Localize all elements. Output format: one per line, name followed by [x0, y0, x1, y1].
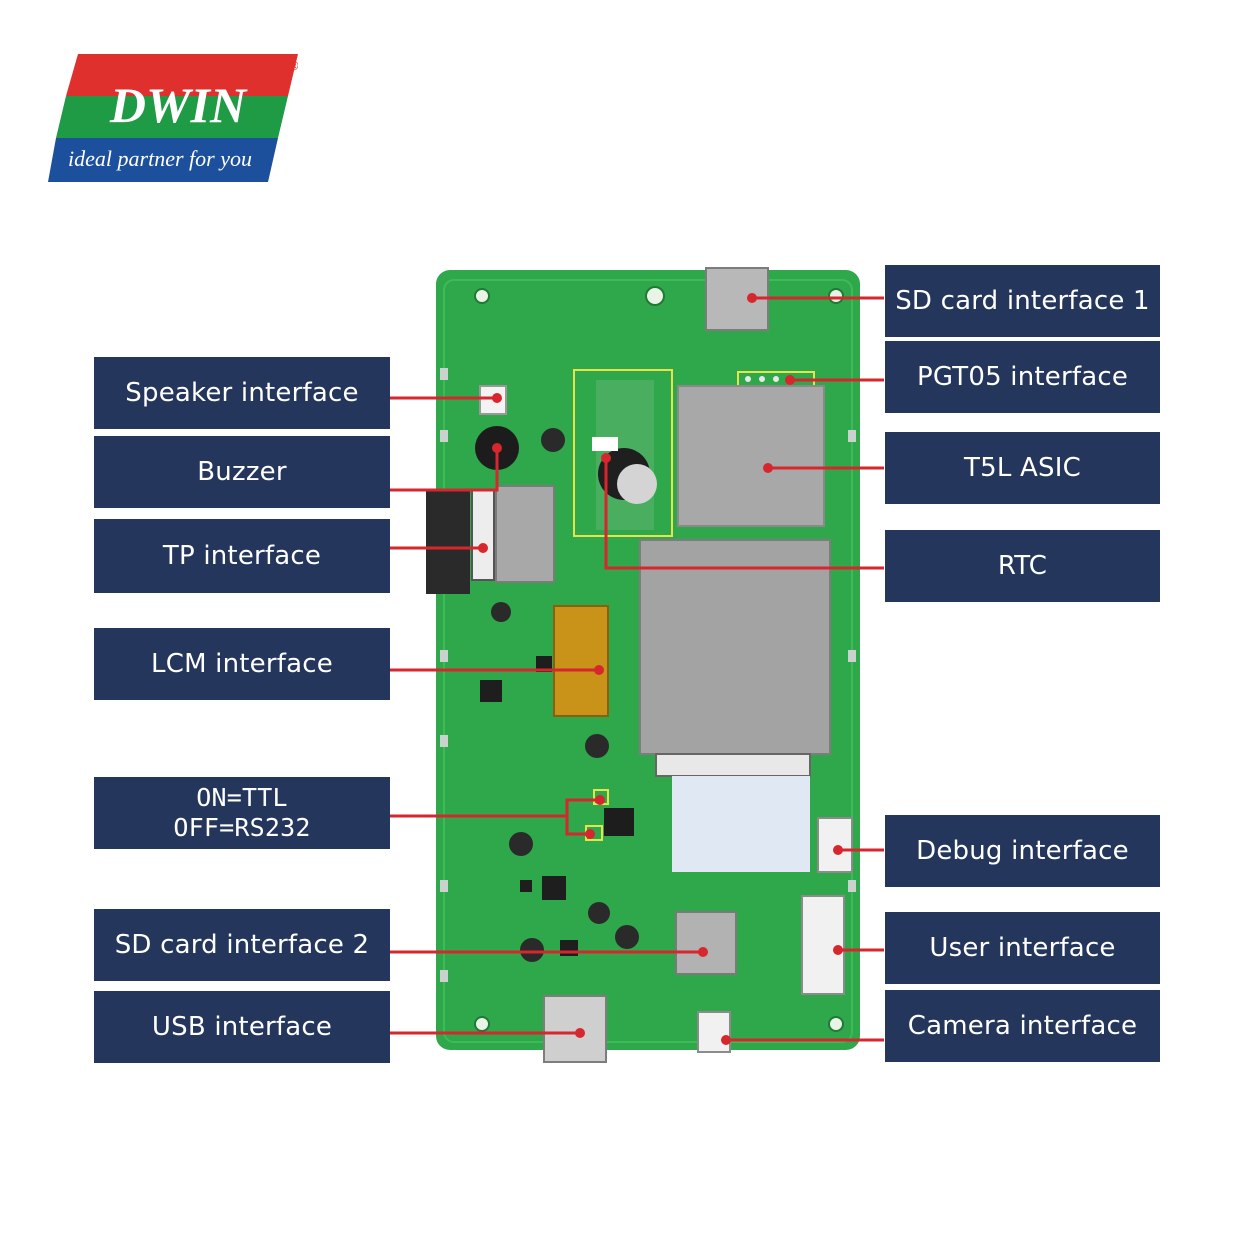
debug-connector — [817, 817, 853, 873]
mounting-holes — [474, 286, 844, 1032]
label-speaker-interface: Speaker interface — [94, 357, 390, 429]
label-sd-card-interface-2: SD card interface 2 — [94, 909, 390, 981]
label-buzzer: Buzzer — [94, 436, 390, 508]
usb-connector — [543, 995, 607, 1063]
ribbon-cable — [672, 776, 810, 872]
label-lcm-interface: LCM interface — [94, 628, 390, 700]
label-usb-interface: USB interface — [94, 991, 390, 1063]
lcm-connector — [553, 605, 609, 717]
label-text: User interface — [929, 933, 1116, 963]
label-text: SD card interface 1 — [895, 286, 1150, 316]
label-text: LCM interface — [151, 649, 333, 679]
label-text: Buzzer — [197, 457, 287, 487]
label-text: SD card interface 2 — [114, 930, 370, 960]
label-text: RTC — [997, 551, 1048, 581]
label-ttl-rs232: ON=TTL OFF=RS232 — [94, 777, 390, 849]
main-shield — [639, 539, 831, 755]
camera-connector — [697, 1011, 731, 1053]
tp-shield — [495, 485, 555, 583]
rtc-area — [573, 369, 673, 537]
sd-slot-1 — [705, 267, 769, 331]
logo-tagline: ideal partner for you — [68, 146, 252, 171]
label-user-interface: User interface — [885, 912, 1160, 984]
registered-mark: ® — [288, 59, 298, 73]
label-text: PGT05 interface — [916, 362, 1129, 392]
label-text: USB interface — [151, 1012, 333, 1042]
label-text: TP interface — [162, 541, 322, 571]
label-text: Debug interface — [916, 836, 1129, 866]
label-sd-card-interface-1: SD card interface 1 — [885, 265, 1160, 337]
dwin-logo-graphic: DWIN ® ideal partner for you — [48, 54, 298, 182]
t5l-asic-chip — [677, 385, 825, 527]
label-tp-interface: TP interface — [94, 519, 390, 593]
sd-slot-2 — [675, 911, 737, 975]
label-text: Camera interface — [907, 1011, 1138, 1041]
user-connector — [801, 895, 845, 995]
label-camera-interface: Camera interface — [885, 990, 1160, 1062]
logo-brand-text: DWIN — [109, 77, 248, 133]
label-text: Speaker interface — [125, 378, 359, 408]
dwin-logo: DWIN ® ideal partner for you — [48, 54, 298, 184]
tp-connector — [471, 489, 495, 581]
label-text: ON=TTL OFF=RS232 — [173, 783, 311, 842]
leader-endpoints — [478, 293, 843, 1045]
leader-lines — [390, 296, 884, 1042]
tp-cable — [426, 490, 470, 594]
label-text: T5L ASIC — [964, 453, 1081, 483]
label-debug-interface: Debug interface — [885, 815, 1160, 887]
label-pgt05-interface: PGT05 interface — [885, 341, 1160, 413]
label-rtc: RTC — [885, 530, 1160, 602]
label-t5l-asic: T5L ASIC — [885, 432, 1160, 504]
